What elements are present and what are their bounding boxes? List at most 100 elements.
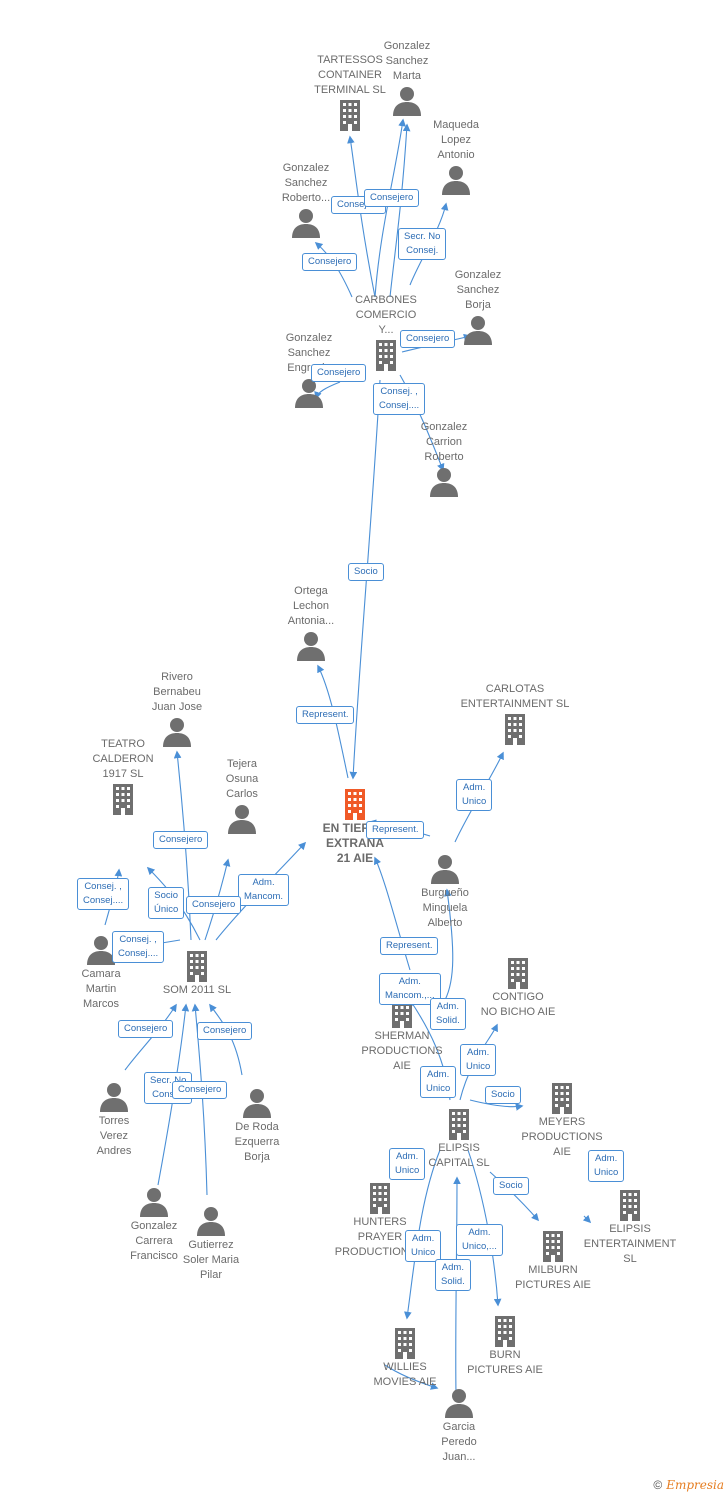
node-name: Gonzalez Sanchez Marta <box>383 40 431 82</box>
building-icon <box>543 1231 563 1262</box>
company-node[interactable]: ELIPSIS ENTERTAINMENT SL <box>570 1188 690 1267</box>
person-icon <box>163 718 191 747</box>
node-name: Maqueda Lopez Antonio <box>433 119 479 161</box>
node-name: HUNTERS PRAYER PRODUCTIONS... <box>334 1216 426 1258</box>
person-node[interactable]: Gutierrez Soler Maria Pilar <box>151 1204 271 1283</box>
relation-label[interactable]: Consejero <box>172 1081 228 1099</box>
node-name: CONTIGO NO BICHO AIE <box>480 991 556 1018</box>
company-node[interactable]: CONTIGO NO BICHO AIE <box>458 956 578 1020</box>
relation-label[interactable]: Socio <box>485 1086 521 1104</box>
person-icon <box>228 805 256 834</box>
relation-label[interactable]: Consej. , Consej.... <box>112 931 165 963</box>
company-node[interactable]: WILLIES MOVIES AIE <box>345 1326 465 1390</box>
node-name: Camara Martin Marcos <box>81 968 121 1010</box>
company-node[interactable]: TARTESSOS CONTAINER TERMINAL SL <box>290 53 410 132</box>
company-node[interactable]: ELIPSIS CAPITAL SL <box>399 1107 519 1171</box>
node-name: Ortega Lechon Antonia... <box>287 585 335 627</box>
relation-label[interactable]: Consejero <box>186 896 242 914</box>
person-node[interactable]: Torres Verez Andres <box>54 1080 174 1159</box>
relation-label[interactable]: Consejero <box>153 831 209 849</box>
building-icon <box>113 784 133 815</box>
relation-edge <box>582 1214 592 1224</box>
person-icon <box>442 166 470 195</box>
node-name: TARTESSOS CONTAINER TERMINAL SL <box>314 54 386 96</box>
relation-edge <box>469 1099 524 1111</box>
company-node[interactable]: TEATRO CALDERON 1917 SL <box>63 737 183 816</box>
company-node[interactable]: MEYERS PRODUCTIONS AIE <box>502 1081 622 1160</box>
person-icon <box>292 209 320 238</box>
person-node[interactable]: Gonzalez Carrera Francisco <box>94 1185 214 1264</box>
relation-label[interactable]: Represent. <box>380 937 439 955</box>
relation-label[interactable]: Adm. Unico <box>460 1044 497 1076</box>
node-name: Gonzalez Carrera Francisco <box>130 1220 178 1262</box>
relation-label[interactable]: Adm. Unico <box>405 1230 442 1262</box>
person-node[interactable]: Garcia Peredo Juan... <box>399 1386 519 1465</box>
company-node[interactable]: SHERMAN PRODUCTIONS AIE <box>342 995 462 1074</box>
node-name: SHERMAN PRODUCTIONS AIE <box>361 1030 443 1072</box>
person-node[interactable]: Gonzalez Sanchez Borja <box>418 268 538 347</box>
relation-label[interactable]: Adm. Solid. <box>430 998 466 1030</box>
relation-label[interactable]: Represent. <box>366 821 425 839</box>
company-node[interactable]: MILBURN PICTURES AIE <box>493 1229 613 1293</box>
relation-label[interactable]: Consej. , Consej.... <box>373 383 426 415</box>
relation-label[interactable]: Consejero <box>197 1022 253 1040</box>
relation-label[interactable]: Socio <box>493 1177 529 1195</box>
relation-edge <box>124 1003 177 1071</box>
node-name: Gutierrez Soler Maria Pilar <box>182 1239 240 1281</box>
building-icon <box>376 340 396 371</box>
person-icon <box>243 1089 271 1118</box>
company-node[interactable]: CARBONES COMERCIO Y... <box>326 293 446 372</box>
person-icon <box>464 316 492 345</box>
relation-label[interactable]: Consejero <box>118 1020 174 1038</box>
relation-label[interactable]: Consejero <box>400 330 456 348</box>
relation-label[interactable]: Adm. Unico <box>456 779 493 811</box>
company-node[interactable]: HUNTERS PRAYER PRODUCTIONS... <box>320 1181 440 1260</box>
person-node[interactable]: Ortega Lechon Antonia... <box>251 584 371 663</box>
node-name: BURN PICTURES AIE <box>467 1349 543 1376</box>
relation-label[interactable]: Adm. Unico <box>420 1066 457 1098</box>
person-node[interactable]: Gonzalez Carrion Roberto <box>384 420 504 499</box>
person-node[interactable]: Tejera Osuna Carlos <box>182 757 302 836</box>
relation-label[interactable]: Consejero <box>302 253 358 271</box>
relation-label[interactable]: Secr. No Consej. <box>398 228 447 260</box>
relation-label[interactable]: Consejero <box>311 364 367 382</box>
node-name: SOM 2011 SL <box>162 984 232 996</box>
person-node[interactable]: Camara Martin Marcos <box>41 933 161 1012</box>
footer-brand[interactable]: ©Empresia <box>653 1478 724 1492</box>
person-node[interactable]: De Roda Ezquerra Borja <box>197 1086 317 1165</box>
node-name: Burgueño Minguela Alberto <box>421 887 469 929</box>
relation-label[interactable]: Consejero <box>364 189 420 207</box>
person-icon <box>295 379 323 408</box>
relation-label[interactable]: Adm. Unico,... <box>456 1224 503 1256</box>
person-node[interactable]: Rivero Bernabeu Juan Jose <box>117 670 237 749</box>
person-node[interactable]: Maqueda Lopez Antonio <box>396 118 516 197</box>
building-icon <box>340 100 360 131</box>
company-node[interactable]: CARLOTAS ENTERTAINMENT SL <box>455 682 575 746</box>
relation-label[interactable]: Socio Único <box>148 887 185 919</box>
relation-label[interactable]: Adm. Mancom. <box>238 874 290 906</box>
person-node[interactable]: Burgueño Minguela Alberto <box>385 852 505 931</box>
node-name: CARLOTAS ENTERTAINMENT SL <box>460 683 570 710</box>
person-icon <box>431 855 459 884</box>
company-node[interactable]: BURN PICTURES AIE <box>445 1314 565 1378</box>
node-name: Tejera Osuna Carlos <box>225 758 259 800</box>
brand-name: Empresia <box>666 1478 724 1492</box>
node-name: Rivero Bernabeu Juan Jose <box>151 671 203 713</box>
relation-label[interactable]: Represent. <box>296 706 355 724</box>
person-node[interactable]: Gonzalez Sanchez Roberto... <box>246 161 366 240</box>
building-icon <box>449 1109 469 1140</box>
node-name: De Roda Ezquerra Borja <box>234 1121 280 1163</box>
building-icon <box>505 714 525 745</box>
person-node[interactable]: Gonzalez Sanchez Marta <box>347 39 467 118</box>
relation-label[interactable]: Consej. , Consej.... <box>77 878 130 910</box>
node-name: MILBURN PICTURES AIE <box>515 1264 591 1291</box>
relation-label[interactable]: Adm. Unico <box>588 1150 625 1182</box>
company-node[interactable]: SOM 2011 SL <box>137 949 257 998</box>
building-icon <box>370 1183 390 1214</box>
relation-edge <box>489 1171 540 1222</box>
relation-label[interactable]: Adm. Unico <box>389 1148 426 1180</box>
relation-label[interactable]: Adm. Solid. <box>435 1259 471 1291</box>
relation-label[interactable]: Socio <box>348 563 384 581</box>
node-name: Torres Verez Andres <box>96 1115 132 1157</box>
